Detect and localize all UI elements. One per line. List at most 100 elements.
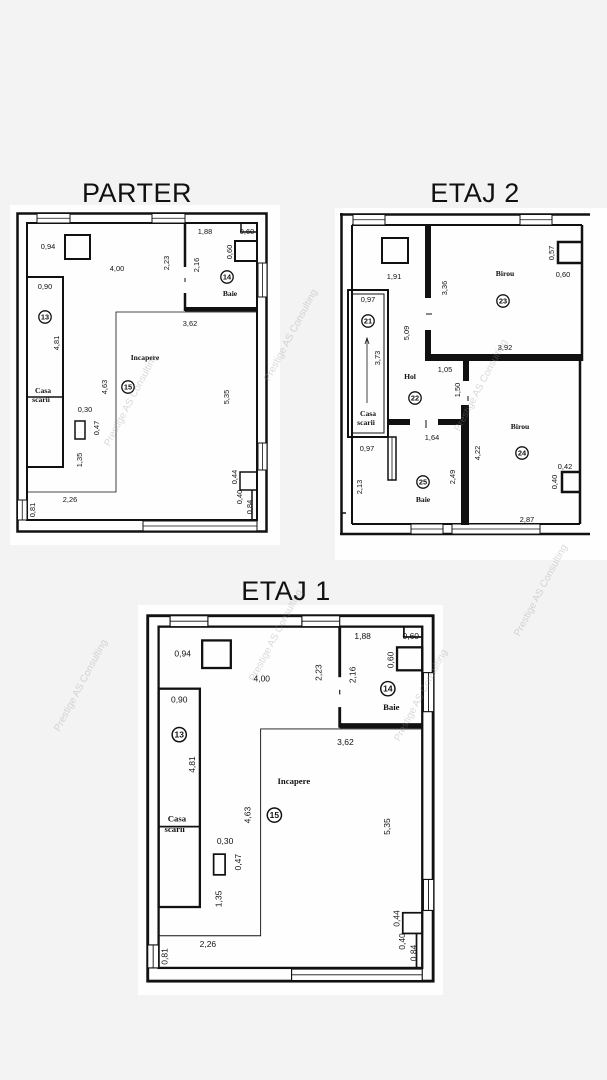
- floor-plan-etaj2: 1,913,360,570,600,973,735,093,921,051,50…: [340, 213, 590, 536]
- room-name: Birou: [496, 269, 515, 278]
- dimension-label: 1,88: [198, 227, 212, 236]
- duct-notch: [403, 625, 424, 638]
- dimension-label: 0,97: [361, 295, 375, 304]
- inner-wall: [157, 625, 424, 970]
- dimension-label: 0,40: [397, 933, 407, 950]
- area-outline: [27, 311, 257, 493]
- dimension-label: 0,81: [28, 503, 37, 517]
- dimension-label: 0,60: [556, 270, 570, 279]
- wall: [425, 330, 431, 360]
- room-number: 14: [223, 272, 232, 281]
- stair-arrow-head: [364, 336, 370, 345]
- room-name: scarii: [32, 395, 50, 404]
- dimension-label: 5,35: [382, 818, 392, 835]
- dimension-label: 5,35: [222, 390, 231, 404]
- pillar-notch: [239, 471, 258, 491]
- area-outline: [158, 728, 423, 937]
- room-number-circle: [416, 475, 430, 489]
- dimension-label: 1,35: [214, 890, 224, 907]
- dimension-label: 0,30: [217, 836, 234, 846]
- dimension-label: 4,00: [110, 264, 124, 273]
- room-number-circle: [380, 680, 396, 697]
- dimension-label: 3,73: [373, 351, 382, 365]
- plan-card-etaj1: [138, 605, 443, 995]
- outer-wall: [146, 614, 435, 983]
- room-number-circle: [171, 726, 188, 743]
- wall: [425, 225, 431, 298]
- dimension-label: 1,50: [453, 383, 462, 397]
- dimension-label: 2,26: [63, 495, 77, 504]
- dimension-label: 0,60: [240, 227, 254, 236]
- dimension-label: 4,00: [254, 674, 271, 684]
- column: [212, 853, 226, 876]
- room-number: 13: [41, 312, 49, 321]
- room-number-circle: [515, 446, 529, 460]
- room-number: 23: [499, 296, 507, 305]
- dimension-label: 0,47: [92, 421, 101, 435]
- shaft: [381, 237, 409, 264]
- wall: [461, 405, 469, 525]
- room-number: 13: [175, 729, 185, 739]
- wall: [388, 419, 410, 425]
- wall: [425, 354, 582, 361]
- dimension-label: 0,60: [403, 631, 420, 641]
- dimension-label: 0,90: [38, 282, 52, 291]
- bathroom-wall: [185, 307, 257, 312]
- dimension-label: 0,81: [160, 948, 170, 965]
- room-name: Baie: [416, 495, 431, 504]
- room-name: Baie: [383, 702, 400, 712]
- dimension-label: 0,44: [230, 470, 239, 484]
- room-name: Baie: [223, 289, 238, 298]
- dimension-label: 2,49: [448, 470, 457, 484]
- shaft: [64, 234, 91, 260]
- dimension-label: 0,60: [386, 651, 396, 668]
- column: [74, 420, 86, 440]
- room-name: scarii: [357, 418, 375, 427]
- room-number-circle: [408, 391, 422, 405]
- dimension-label: 2,23: [162, 256, 171, 270]
- dimension-label: 0,84: [245, 500, 254, 514]
- room-name: Hol: [404, 372, 416, 381]
- outer-wall: [16, 212, 268, 533]
- dimension-label: 0,47: [233, 854, 243, 871]
- dimension-label: 0,97: [360, 444, 374, 453]
- dimension-label: 0,30: [78, 405, 92, 414]
- dimension-label: 2,13: [355, 480, 364, 494]
- dimension-label: 1,05: [438, 365, 452, 374]
- dimension-label: 2,26: [200, 939, 217, 949]
- dimension-label: 1,35: [75, 453, 84, 467]
- dimension-label: 0,44: [391, 910, 401, 927]
- dimension-label: 1,88: [354, 631, 371, 641]
- room-number: 15: [270, 810, 280, 820]
- room-number-circle: [266, 807, 283, 823]
- dimension-label: 3,62: [337, 737, 354, 747]
- dimension-label: 0,90: [171, 694, 188, 704]
- dimension-label: 2,16: [348, 666, 358, 683]
- dimension-label: 0,94: [174, 648, 191, 658]
- room-number: 15: [124, 382, 132, 391]
- title-etaj2: ETAJ 2: [430, 178, 520, 208]
- dimension-label: 4,22: [473, 446, 482, 460]
- dimension-label: 4,81: [187, 756, 197, 773]
- plan-card-etaj2: [335, 208, 607, 560]
- dimension-label: 3,62: [183, 319, 197, 328]
- dimension-label: 2,87: [520, 515, 534, 524]
- dimension-label: 4,63: [242, 807, 252, 824]
- dimension-label: 2,16: [192, 258, 201, 272]
- dimension-label: 0,40: [235, 490, 244, 504]
- room-name: Casa: [35, 386, 51, 395]
- room-name: Birou: [511, 422, 530, 431]
- title-etaj1: ETAJ 1: [241, 576, 331, 606]
- pillar-notch: [560, 470, 580, 494]
- duct-notch: [234, 240, 258, 262]
- duct-notch: [395, 646, 424, 672]
- dimension-label: 5,09: [402, 326, 411, 340]
- dimension-label: 1,64: [425, 433, 439, 442]
- wall: [463, 361, 469, 381]
- room-number: 21: [364, 316, 372, 325]
- pillar-notch: [401, 911, 424, 935]
- dimension-label: 0,40: [550, 475, 559, 489]
- dimension-label: 0,84: [408, 944, 418, 961]
- duct-notch: [240, 222, 258, 233]
